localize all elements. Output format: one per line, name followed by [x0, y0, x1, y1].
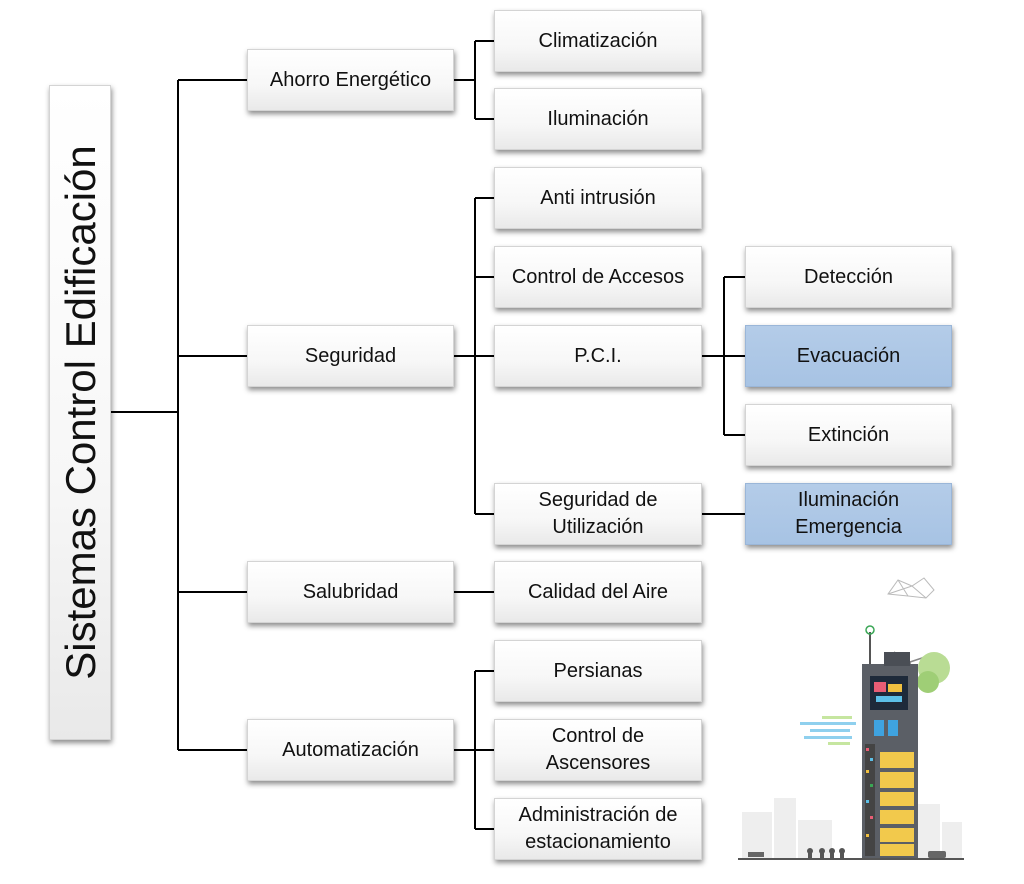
node-label: Control de Accesos [511, 265, 685, 288]
node-label: P.C.I. [574, 344, 622, 367]
root-label: Sistemas Control Edificación [56, 145, 104, 680]
node-seguridad-utilizacion: Seguridad de Utilización [494, 483, 702, 545]
node-ahorro-energetico: Ahorro Energético [247, 49, 454, 111]
node-automatizacion: Automatización [247, 719, 454, 781]
root-node: Sistemas Control Edificación [49, 85, 111, 740]
node-seguridad: Seguridad [247, 325, 454, 387]
node-salubridad: Salubridad [247, 561, 454, 623]
node-label: Seguridad [304, 344, 397, 367]
node-evacuacion: Evacuación [745, 325, 952, 387]
node-label: Persianas [553, 659, 643, 682]
node-label: Evacuación [796, 344, 901, 367]
node-label: Calidad del Aire [527, 580, 669, 603]
node-label: Iluminación [547, 107, 649, 130]
smart-building-illustration-icon [738, 577, 964, 860]
node-label: Ahorro Energético [269, 68, 432, 91]
node-control-ascensores: Control de Ascensores [494, 719, 702, 781]
node-label: Control de Ascensores [545, 725, 651, 774]
node-label: Anti intrusión [540, 186, 656, 209]
node-label: Seguridad de Utilización [538, 489, 658, 538]
node-label: Climatización [538, 29, 658, 52]
node-iluminacion: Iluminación [494, 88, 702, 150]
node-climatizacion: Climatización [494, 10, 702, 72]
node-label: Automatización [282, 738, 419, 761]
node-persianas: Persianas [494, 640, 702, 702]
node-pci: P.C.I. [494, 325, 702, 387]
node-label: Extinción [807, 423, 890, 446]
node-label: Administración de estacionamiento [518, 804, 678, 853]
node-deteccion: Detección [745, 246, 952, 308]
node-calidad-aire: Calidad del Aire [494, 561, 702, 623]
node-label: Detección [804, 265, 893, 288]
node-extincion: Extinción [745, 404, 952, 466]
node-label: Iluminación Emergencia [795, 489, 902, 538]
node-control-accesos: Control de Accesos [494, 246, 702, 308]
node-iluminacion-emergencia: Iluminación Emergencia [745, 483, 952, 545]
node-anti-intrusion: Anti intrusión [494, 167, 702, 229]
node-label: Salubridad [302, 580, 399, 603]
node-administracion-estacionamiento: Administración de estacionamiento [494, 798, 702, 860]
